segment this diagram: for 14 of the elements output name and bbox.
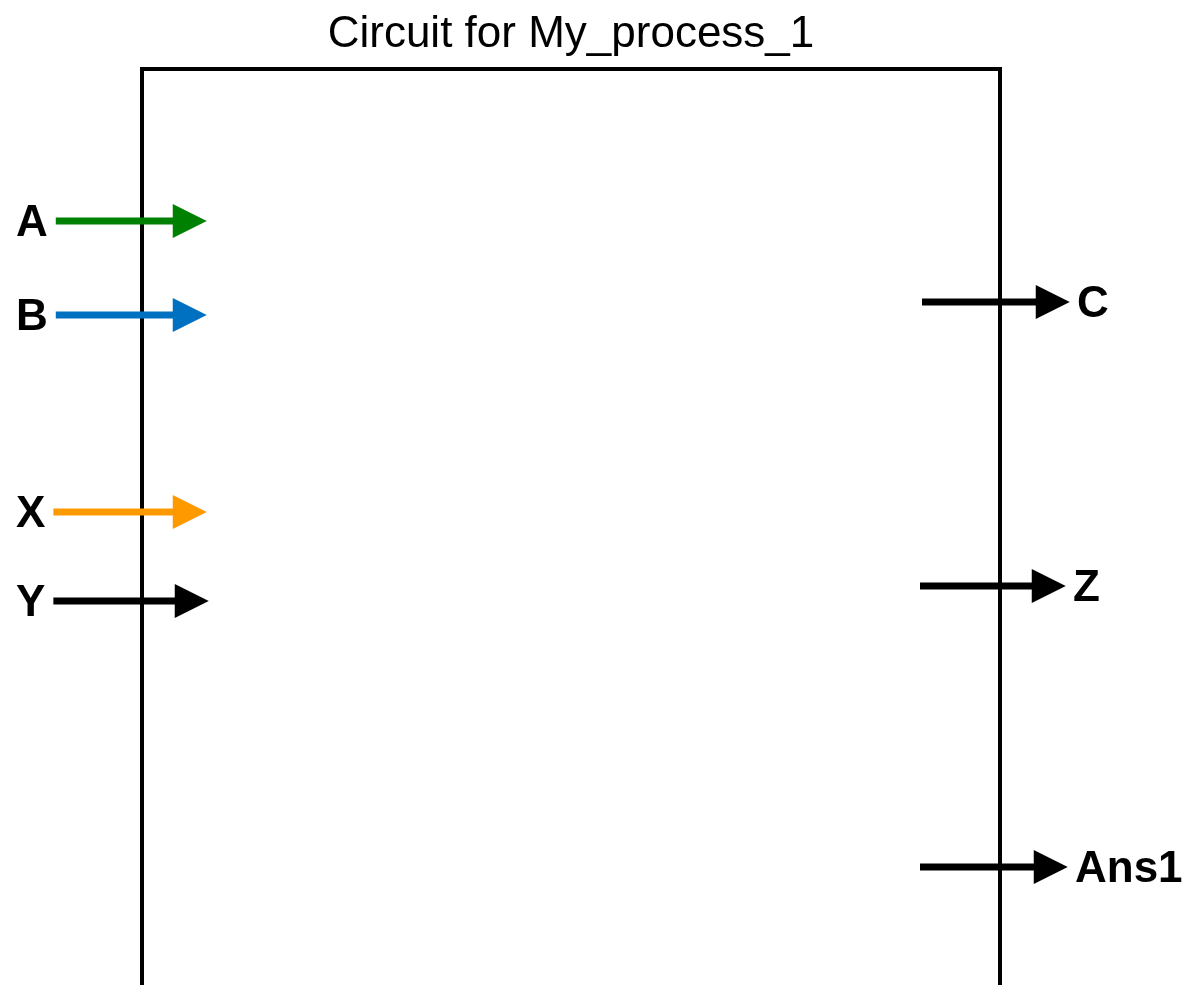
diagram-title: Circuit for My_process_1 [326, 6, 816, 58]
signal-label: Z [1073, 562, 1100, 610]
arrow [922, 285, 1070, 319]
signal-label: A [16, 197, 48, 245]
arrow [55, 204, 207, 238]
arrow [920, 850, 1068, 884]
signal-label: Y [16, 577, 46, 625]
circuit-block [140, 67, 1002, 985]
signal-label: Ans1 [1075, 843, 1183, 891]
signal-label: C [1077, 278, 1109, 326]
signal-label: X [16, 488, 46, 536]
arrow [920, 569, 1066, 603]
arrow [55, 298, 207, 332]
signal-label: B [16, 291, 48, 339]
